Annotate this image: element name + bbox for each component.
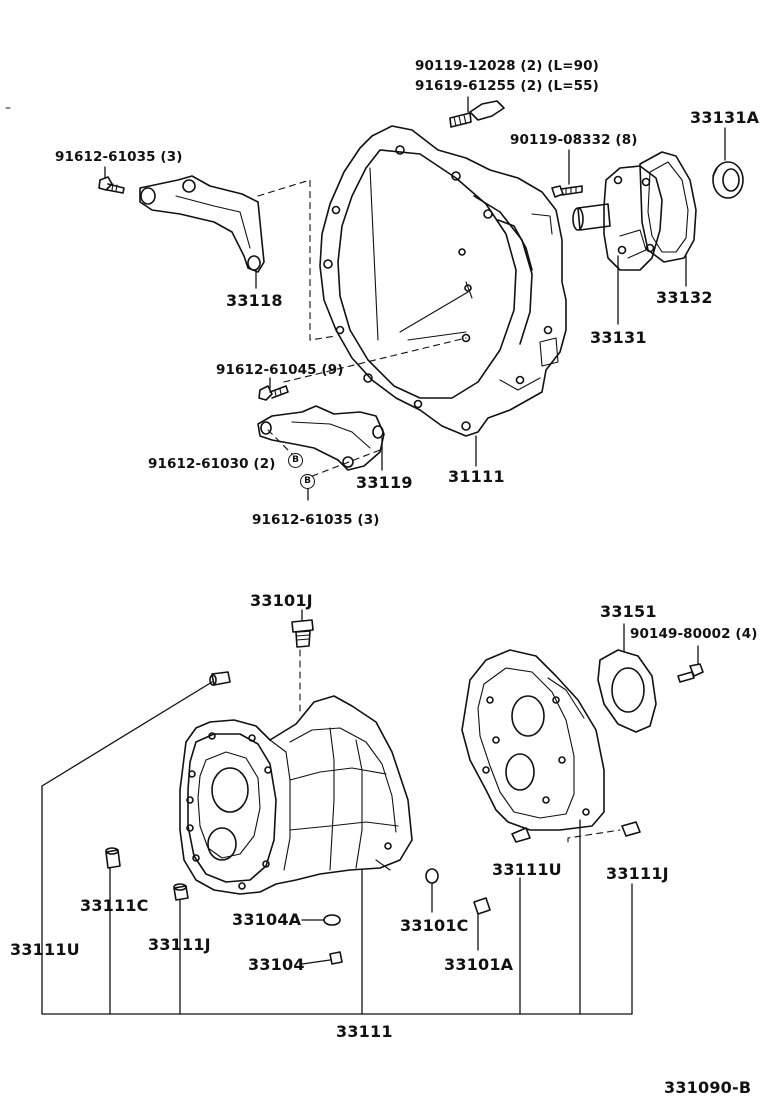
plug-33101a-drawing xyxy=(473,897,491,951)
oil-seal-33131a-drawing xyxy=(712,127,744,199)
label-33118: 33118 xyxy=(226,291,283,310)
bolt-90119-08332-drawing xyxy=(551,149,583,198)
transmission-case-33111-drawing xyxy=(179,695,413,1015)
bracket-33118-drawing xyxy=(139,175,265,289)
label-33111j-left: 33111J xyxy=(148,935,211,954)
plug-33104-drawing xyxy=(301,951,343,965)
seal-33151-drawing xyxy=(597,623,657,733)
label-33111: 33111 xyxy=(336,1022,393,1041)
plug-33104a-drawing xyxy=(301,914,341,926)
label-33119: 33119 xyxy=(356,473,413,492)
label-91619-61255: 91619-61255 (2) (L=55) xyxy=(415,78,599,94)
label-33111u-right: 33111U xyxy=(492,860,562,879)
label-31111: 31111 xyxy=(448,467,505,486)
label-91612-61045: 91612-61045 (9) xyxy=(216,362,344,378)
extension-housing-drawing xyxy=(461,649,605,1015)
pin-33111j-right-drawing xyxy=(567,821,641,1015)
pin-33111j-left-drawing xyxy=(173,883,189,1015)
label-90119-12028: 90119-12028 (2) (L=90) xyxy=(415,58,599,74)
plug-33101c-drawing xyxy=(425,868,439,913)
label-33101j: 33101J xyxy=(250,591,313,610)
marker-b-lower: B xyxy=(300,474,315,489)
plug-33101j-drawing xyxy=(291,609,314,713)
label-91612-61030: 91612-61030 (2) xyxy=(148,456,276,472)
bolt-90119-12028-drawing xyxy=(449,96,505,128)
label-33104: 33104 xyxy=(248,955,305,974)
marker-b-upper: B xyxy=(288,453,303,468)
bolt-91612-61035-upper-drawing xyxy=(98,166,125,194)
bolt-90149-80002-drawing xyxy=(677,645,704,683)
label-33111c: 33111C xyxy=(80,896,149,915)
label-33111u-left: 33111U xyxy=(10,940,80,959)
sleeve-33111u-right-drawing xyxy=(511,827,531,1015)
sleeve-33111u-left-drawing xyxy=(209,671,231,686)
label-91612-61035-lower: 91612-61035 (3) xyxy=(252,512,380,528)
label-33101c: 33101C xyxy=(400,916,469,935)
label-91612-61035-upper: 91612-61035 (3) xyxy=(55,149,183,165)
label-33132: 33132 xyxy=(656,288,713,307)
clutch-housing-31111-drawing xyxy=(319,125,567,467)
label-33131a: 33131A xyxy=(690,108,760,127)
bracket-33119-drawing xyxy=(257,405,385,481)
label-33131: 33131 xyxy=(590,328,647,347)
label-33101a: 33101A xyxy=(444,955,514,974)
gasket-33132-drawing xyxy=(639,151,697,287)
label-90149-80002: 90149-80002 (4) xyxy=(630,626,758,642)
label-33151: 33151 xyxy=(600,602,657,621)
label-90119-08332: 90119-08332 (8) xyxy=(510,132,638,148)
label-33111j-right: 33111J xyxy=(606,864,669,883)
bolt-91612-61045-drawing xyxy=(258,377,289,401)
label-33104a: 33104A xyxy=(232,910,302,929)
dowel-33111c-drawing xyxy=(105,847,121,1015)
bearing-retainer-33131-drawing xyxy=(572,165,663,325)
diagram-id: 331090-B xyxy=(664,1078,752,1097)
